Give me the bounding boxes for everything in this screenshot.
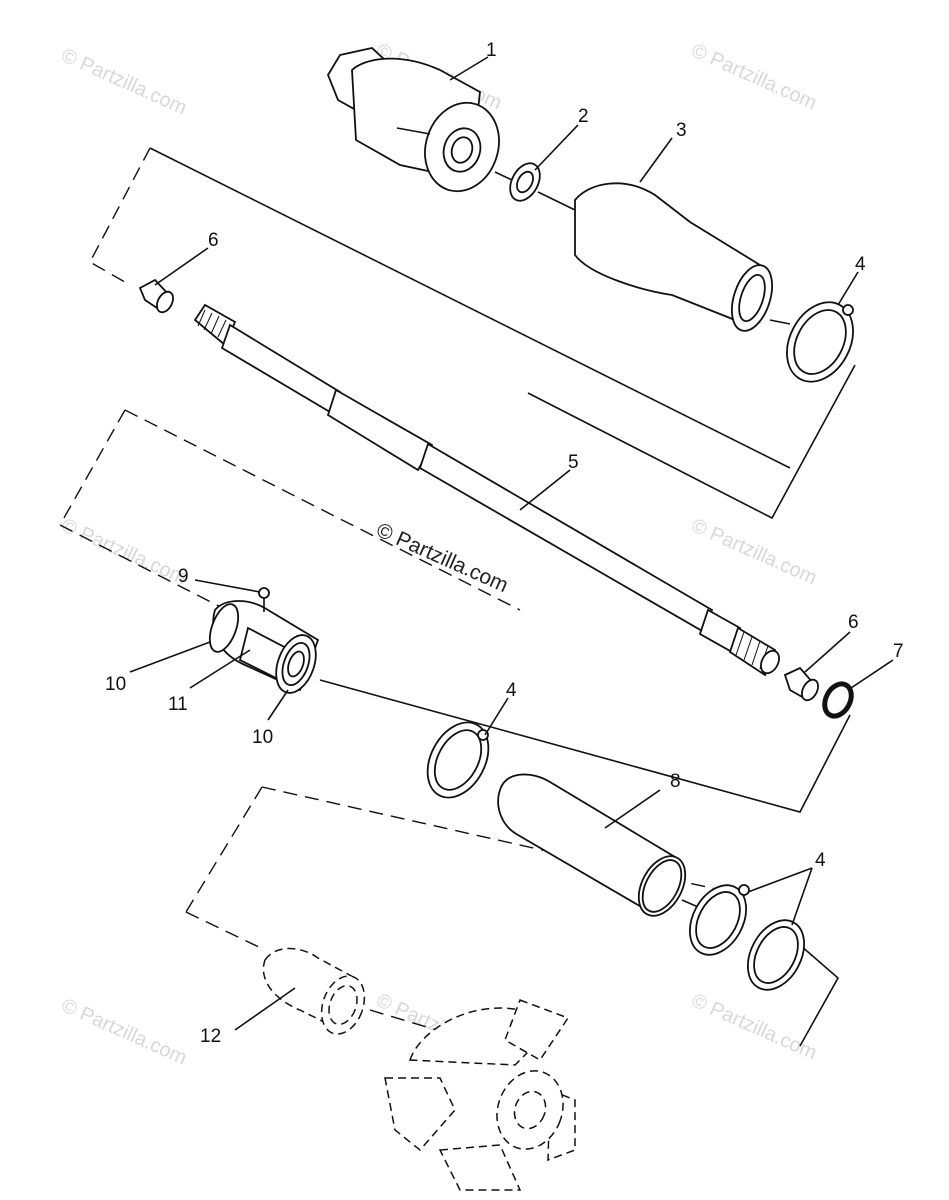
callout-4-top: 4 — [855, 254, 866, 275]
part-4-clamp-lower-b — [747, 919, 805, 991]
part-1-coupler — [326, 47, 513, 193]
callout-7: 7 — [893, 641, 904, 662]
callout-6-left: 6 — [208, 230, 219, 251]
outline-upper-top — [149, 147, 791, 469]
watermark-tile: © Partzilla.com — [688, 514, 820, 589]
watermark-tile: © Partzilla.com — [58, 44, 190, 119]
callout-3: 3 — [676, 120, 687, 141]
outline-upper-left — [89, 147, 151, 286]
outline-lower-bottom — [185, 911, 266, 951]
callout-1: 1 — [486, 40, 497, 61]
watermark-tile: © Partzilla.com — [58, 514, 190, 589]
part-12-hub-phantom — [262, 947, 366, 1035]
outline-middle-top — [124, 409, 521, 611]
outline-upper-right — [527, 364, 856, 520]
part-8-sleeve — [497, 773, 706, 917]
callout-12: 12 — [200, 1026, 221, 1047]
callout-labels: 1 2 3 4 6 5 6 7 9 10 11 10 4 8 4 12 — [105, 40, 904, 1047]
part-4-clamp-top — [786, 301, 854, 383]
part-10-11-housing — [208, 587, 320, 694]
part-3-boot — [574, 182, 791, 332]
part-2-washer — [509, 162, 576, 211]
callout-4-middle: 4 — [506, 680, 517, 701]
callout-2: 2 — [578, 106, 589, 127]
callout-4-lower: 4 — [815, 850, 826, 871]
part-6-cap-left — [138, 278, 174, 314]
watermark-tile: © Partzilla.com — [688, 39, 820, 114]
assembly-outlines — [59, 147, 856, 1047]
outline-lower-shaft — [369, 1009, 471, 1041]
outline-middle-left — [59, 409, 126, 526]
callout-10-left: 10 — [105, 674, 126, 695]
leader-lines — [129, 56, 894, 1031]
outline-lower-right — [799, 944, 840, 1047]
callout-11: 11 — [168, 694, 188, 715]
watermark-tile: © Partzilla.com — [688, 989, 820, 1064]
part-6-cap-right — [783, 666, 819, 702]
outline-lower-left — [185, 786, 263, 913]
outline-middle-right — [319, 679, 851, 813]
callout-5: 5 — [568, 452, 579, 473]
watermark-center: © Partzilla.com — [373, 519, 512, 598]
callout-6-right: 6 — [848, 612, 859, 633]
part-5-driveshaft — [193, 303, 780, 677]
outline-lower-top — [261, 786, 721, 891]
callout-10-bottom: 10 — [252, 727, 273, 748]
part-4-clamp-lower-a — [689, 884, 750, 956]
callout-9: 9 — [178, 566, 189, 587]
part-7-oring — [822, 681, 854, 719]
propeller-phantom — [384, 999, 576, 1191]
part-4-clamp-middle — [426, 721, 490, 799]
callout-8: 8 — [670, 771, 681, 792]
watermark-tile: © Partzilla.com — [58, 994, 190, 1069]
